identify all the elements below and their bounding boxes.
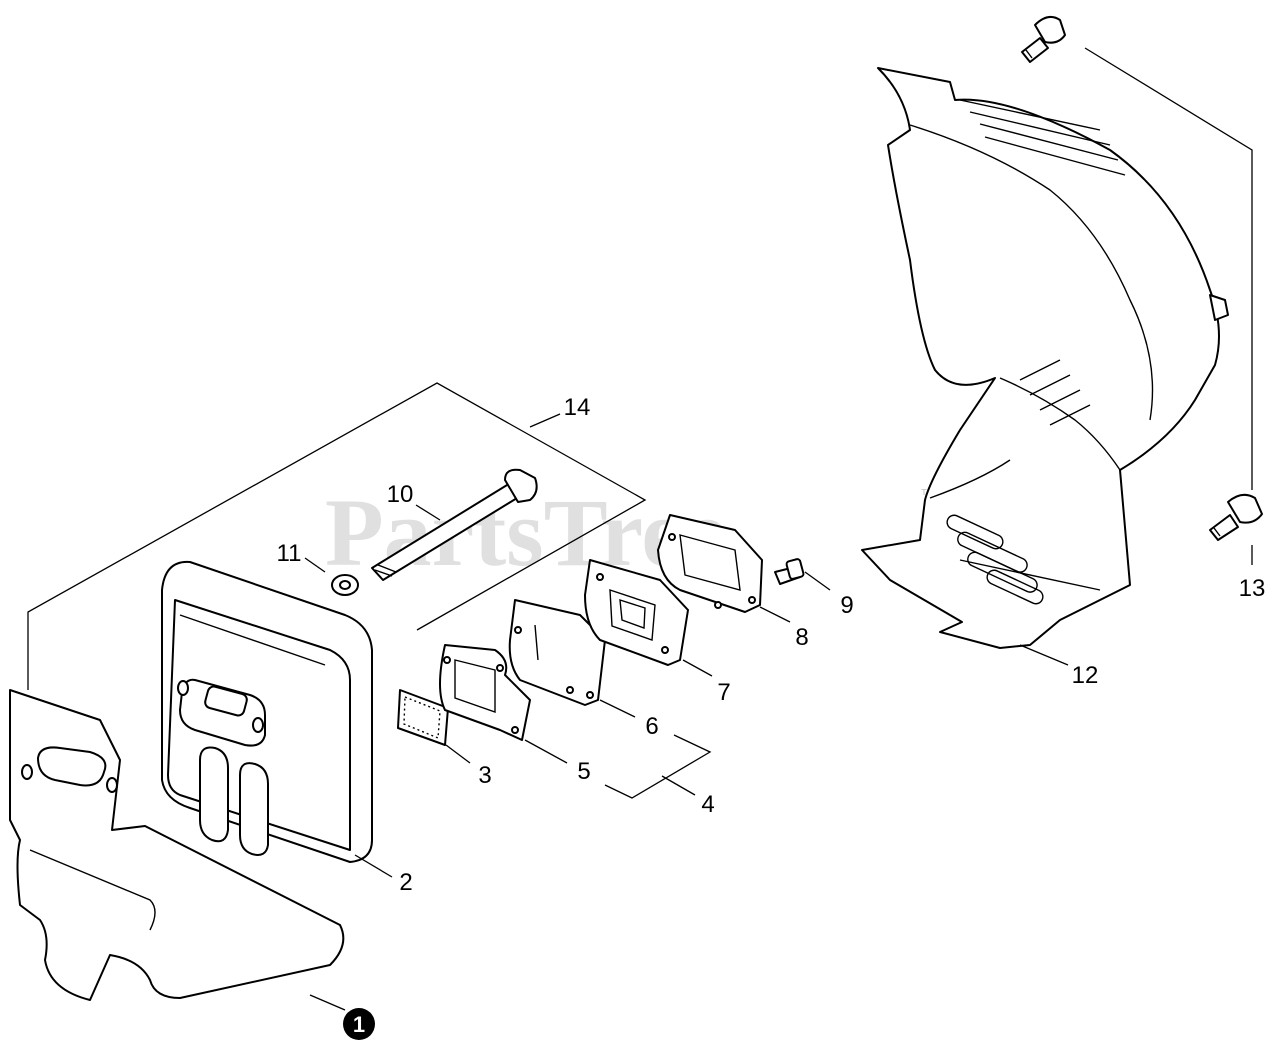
bracket-4 <box>604 734 712 799</box>
part-number-labels: 1 2 3 4 5 6 7 8 9 10 11 12 13 14 <box>277 394 1266 1040</box>
part-8-gasket <box>657 514 791 623</box>
bracket-14 <box>27 382 647 690</box>
label-13: 13 <box>1239 575 1266 602</box>
bracket-13 <box>1084 47 1253 565</box>
label-2: 2 <box>399 869 412 896</box>
label-5: 5 <box>577 758 590 785</box>
part-7-plate <box>584 559 713 677</box>
label-12: 12 <box>1072 662 1099 689</box>
part-9-small-bolt <box>774 558 831 591</box>
label-10: 10 <box>387 481 414 508</box>
part-13-bolt-bottom <box>1209 493 1263 541</box>
label-4: 4 <box>701 791 714 818</box>
label-1: 1 <box>353 1012 365 1037</box>
label-6: 6 <box>645 713 658 740</box>
cover-vents-mid <box>1019 359 1091 426</box>
part-3-spark-screen <box>397 689 471 764</box>
cover-vents-top <box>959 99 1126 176</box>
part-11-washer <box>304 557 359 596</box>
part-2-muffler <box>161 560 393 878</box>
part-13-bolt-top <box>1021 15 1066 63</box>
part-10-long-bolt <box>371 468 538 581</box>
label-14: 14 <box>564 394 591 421</box>
cover-vents-bottom <box>946 514 1044 605</box>
label-11: 11 <box>277 540 302 567</box>
label-1-marker <box>343 1008 375 1040</box>
part-1-heat-shield-plate <box>9 689 345 1001</box>
part-12-muffler-cover <box>861 67 1229 666</box>
label-3: 3 <box>478 762 491 789</box>
part-6-plate <box>508 599 636 718</box>
label-7: 7 <box>717 679 730 706</box>
label-9: 9 <box>840 592 853 619</box>
part-5-gasket <box>439 644 568 764</box>
label-8: 8 <box>795 624 808 651</box>
